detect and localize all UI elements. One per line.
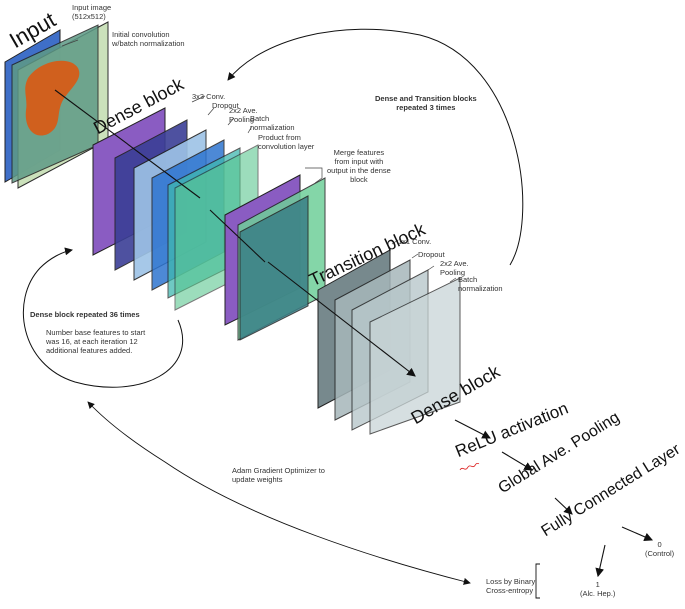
merge-plate-teal — [239, 195, 309, 341]
avg-pool-t-label: 2x2 Ave. Pooling — [440, 259, 469, 277]
output-1-label: 1 (Alc. Hep.) — [580, 580, 616, 598]
batch-norm-t-label: Batch normalization — [458, 275, 503, 293]
dropout-t-label: Dropout — [418, 250, 445, 259]
dense-transition-repeat-label: Dense and Transition blocks repeated 3 t… — [375, 94, 477, 112]
organ-shape — [25, 60, 80, 136]
initial-conv-label: Initial convolution w/batch normalizatio… — [112, 30, 185, 48]
dense-repeat-body: Number base features to start was 16, at… — [46, 328, 146, 355]
merge-label: Merge features from input with output in… — [327, 148, 391, 184]
input-image-label: Input image (512x512) — [72, 3, 112, 21]
avg-pool-label: 2x2 Ave. Pooling — [229, 106, 258, 124]
dense-repeat-title: Dense block repeated 36 times — [30, 310, 140, 319]
product-label: Product from convolution layer — [258, 133, 315, 151]
conv3x3-label: 3x3 Conv. — [192, 92, 226, 101]
batch-norm-label: Batch normalization — [250, 114, 295, 132]
adam-label: Adam Gradient Optimizer to update weight… — [232, 466, 325, 484]
dropout-label: Dropout — [212, 101, 239, 110]
output-0-label: 0 (Control) — [645, 540, 675, 558]
loss-label: Loss by Binary Cross-entropy — [486, 577, 536, 595]
conv1x1-label: 1x1 Conv. — [398, 237, 432, 246]
